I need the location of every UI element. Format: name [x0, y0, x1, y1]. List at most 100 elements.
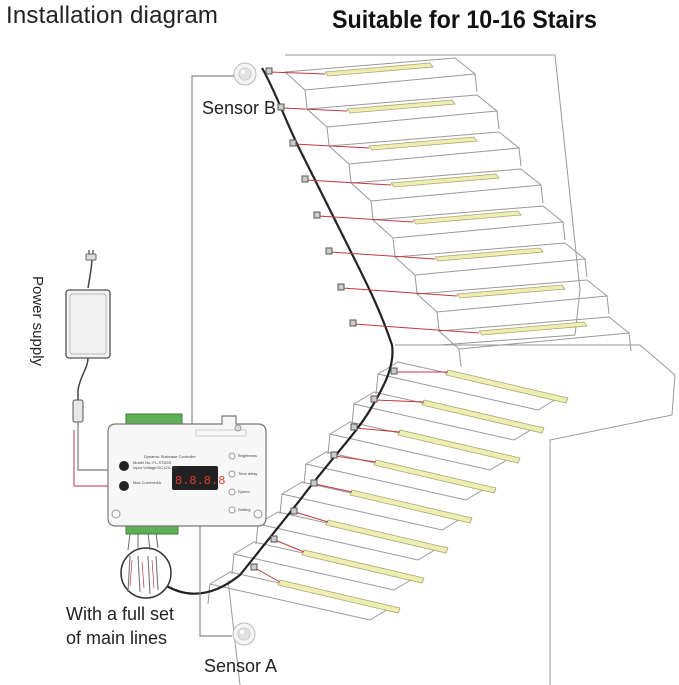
wire-connector	[350, 423, 358, 431]
upper-step-riser	[414, 274, 418, 294]
upper-step-riser-right	[496, 110, 500, 130]
control-label-brightness: Brightness	[238, 453, 257, 458]
controller-device: Dynamic Staircase Controller 8.8.8.8 Mod…	[107, 413, 267, 535]
sensor-a-wire	[199, 520, 232, 637]
controller-info-1: Model No.:FL-STD5S	[133, 460, 172, 465]
led-wire	[317, 215, 414, 223]
upper-step-riser	[436, 311, 440, 331]
upper-step-riser	[304, 89, 308, 109]
upper-step-riser	[326, 126, 330, 146]
wire-connector	[370, 395, 378, 403]
wire-connector	[250, 563, 258, 571]
lower-step-riser	[231, 553, 235, 575]
led-strip	[368, 136, 478, 151]
led-strip	[277, 579, 401, 614]
led-wire	[374, 399, 425, 403]
wire-connector	[390, 367, 398, 375]
led-strip	[373, 459, 497, 494]
led-wire	[341, 287, 458, 297]
led-strip	[325, 519, 449, 554]
main-lines-label: With a full set of main lines	[66, 602, 174, 650]
sensor-a-icon	[232, 622, 256, 646]
main-cable	[164, 67, 394, 595]
sensor-b-label: Sensor B	[202, 98, 277, 118]
wire-connector	[349, 319, 357, 327]
led-wire	[294, 511, 329, 523]
upper-step-riser	[458, 348, 462, 368]
lower-step-riser	[303, 463, 307, 485]
main-lines-bundle-icon	[120, 532, 172, 599]
lower-step-riser	[351, 403, 355, 425]
lower-step-riser	[207, 583, 211, 605]
led-wire	[314, 483, 353, 493]
wire-connector	[277, 103, 285, 111]
wire-connector	[290, 507, 298, 515]
led-wire	[293, 143, 370, 149]
led-strip	[445, 369, 569, 404]
wire-connector	[301, 175, 309, 183]
wire-connector	[310, 479, 318, 487]
upper-step	[393, 242, 587, 276]
upper-step-riser	[348, 163, 352, 183]
led-strip	[456, 284, 566, 299]
main-lines-label-line-1: With a full set	[66, 604, 175, 624]
upper-step-riser-right	[584, 258, 588, 278]
sensor-b-wire	[191, 75, 234, 430]
sensor-a-label: Sensor A	[204, 656, 278, 676]
led-wire	[334, 455, 377, 463]
led-wire	[254, 567, 281, 583]
upper-step-riser-right	[606, 295, 610, 315]
upper-step-riser-right	[562, 221, 566, 241]
wire-connector	[330, 451, 338, 459]
controller-info-2: Input Voltage:DC12V-24V	[133, 465, 179, 470]
lower-step-riser	[279, 493, 283, 515]
upper-step-riser-right	[628, 332, 632, 352]
control-label-setting: Setting	[238, 507, 250, 512]
upper-step-riser	[392, 237, 396, 257]
led-strip	[349, 489, 473, 524]
led-strip	[346, 99, 456, 114]
control-label-time-delay: Time delay	[238, 471, 257, 476]
diagram-title: Installation diagram	[6, 2, 219, 29]
led-wire	[353, 323, 480, 334]
upper-step	[437, 316, 631, 350]
led-wire	[305, 179, 392, 186]
led-strip	[478, 321, 588, 336]
led-strip	[412, 210, 522, 225]
upper-step	[349, 168, 543, 202]
control-label-speed: Speed	[238, 489, 250, 494]
lower-flight-side	[549, 414, 673, 685]
led-wire	[274, 539, 305, 553]
sensor-b-icon	[233, 62, 257, 86]
lower-step-riser	[375, 373, 379, 395]
lower-step	[376, 361, 560, 411]
wire-connector	[270, 535, 278, 543]
controller-info-3: Max Current:8A	[133, 480, 161, 485]
wire-connector	[289, 139, 297, 147]
main-lines-label-line-2: of main lines	[66, 628, 168, 648]
lower-step	[208, 571, 392, 621]
upper-step-riser	[370, 200, 374, 220]
led-strip	[324, 62, 434, 77]
landing-outline	[395, 344, 676, 416]
upper-step-riser-right	[474, 73, 478, 93]
led-strip	[301, 549, 425, 584]
power-supply-label: Power supply	[29, 276, 46, 367]
wire-connector	[325, 247, 333, 255]
led-strip	[421, 399, 545, 434]
led-wire	[281, 107, 348, 112]
power-supply-icon	[65, 250, 111, 487]
led-strip	[434, 247, 544, 262]
stairs-capacity-title: Suitable for 10-16 Stairs	[332, 6, 597, 34]
led-wire	[354, 427, 401, 433]
lower-step	[352, 391, 536, 441]
upper-step-riser-right	[540, 184, 544, 204]
led-strip	[397, 429, 521, 464]
upper-step-riser-right	[518, 147, 522, 167]
led-wire	[329, 251, 436, 260]
wire-connector	[337, 283, 345, 291]
wire-connector	[313, 211, 321, 219]
staircase-drawing	[207, 54, 676, 685]
controller-name: Dynamic Staircase Controller	[144, 454, 196, 459]
